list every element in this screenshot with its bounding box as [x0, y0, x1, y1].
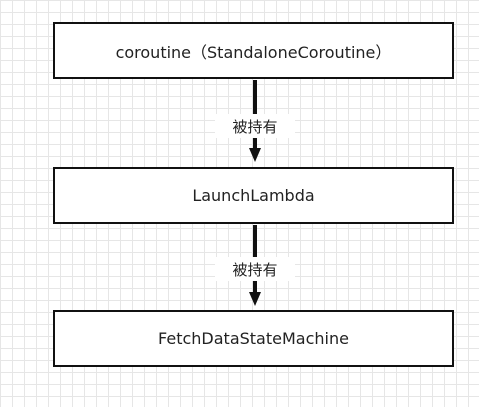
node-coroutine: coroutine（StandaloneCoroutine）: [53, 22, 454, 79]
node-launch-lambda-label: LaunchLambda: [192, 186, 315, 205]
edge-1-label: 被持有: [215, 114, 295, 138]
node-fetch-data-state-machine: FetchDataStateMachine: [53, 310, 454, 367]
edge-1-arrowhead: [249, 148, 261, 162]
node-coroutine-label: coroutine（StandaloneCoroutine）: [115, 42, 392, 62]
node-fetch-data-state-machine-label: FetchDataStateMachine: [158, 329, 349, 348]
edge-2-label: 被持有: [215, 257, 295, 281]
edge-2-arrowhead: [249, 292, 261, 306]
node-launch-lambda: LaunchLambda: [53, 167, 454, 224]
